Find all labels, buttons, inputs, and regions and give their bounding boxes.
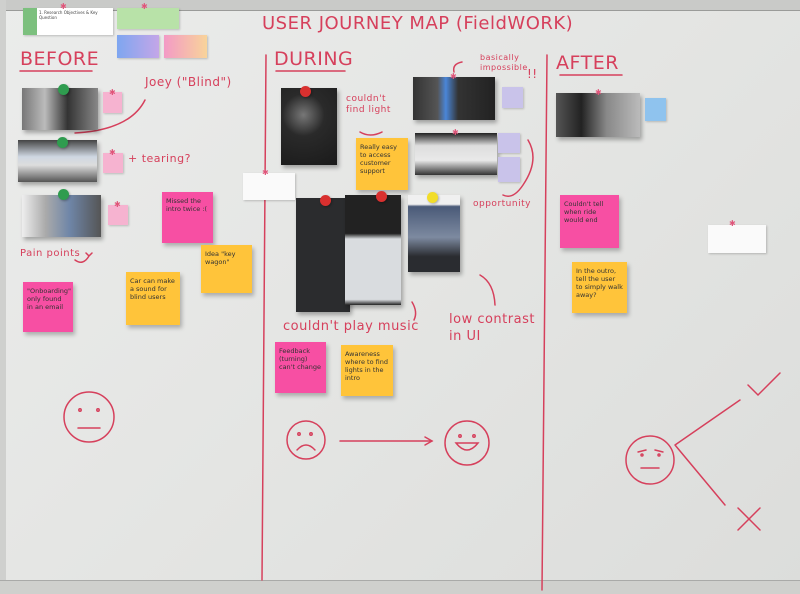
sticky-note: Feedback (turning) can't change [275, 342, 326, 393]
small-pink-note [103, 92, 122, 113]
board-tray [0, 580, 800, 594]
annotation-find-light: couldn't find light [346, 94, 391, 115]
pushpin-icon: ✱ [109, 88, 116, 97]
board-frame-top [0, 0, 800, 11]
objectives-card: 1. Research Objectives & Key Question [23, 8, 113, 35]
pushpin-icon: ✱ [595, 88, 602, 97]
pushpin-icon: ✱ [452, 128, 459, 137]
annotation-impossible: basically impossible [480, 53, 528, 72]
photo-player-ui [408, 195, 460, 272]
sticky-note: Really easy to access customer support [356, 138, 408, 190]
section-after: AFTER [556, 52, 619, 74]
green-pin [58, 189, 69, 200]
photo-car-screen [18, 140, 97, 182]
sticky-note: "Onboarding" only found in an email [23, 282, 73, 332]
decision-lines [674, 399, 741, 506]
pain-points-arrow [74, 252, 93, 263]
opportunity-bracket [502, 139, 534, 197]
divider-before-during [261, 54, 267, 581]
small-lavender-note [498, 157, 520, 182]
white-card [243, 173, 295, 200]
annotation-tearing: + tearing? [128, 152, 191, 165]
photo-phone-app [296, 198, 350, 312]
pushpin-icon: ✱ [450, 72, 457, 81]
pushpin-icon: ✱ [60, 2, 67, 11]
board-frame-left [0, 0, 6, 593]
photo-car-interior [556, 93, 640, 137]
sticky-note: Idea "key wagon" [201, 245, 252, 293]
red-pin [376, 191, 387, 202]
board-title: USER JOURNEY MAP (FieldWORK) [262, 13, 574, 34]
white-card [708, 225, 766, 253]
green-pin [58, 84, 69, 95]
impossible-arrow [452, 61, 463, 73]
annotation-play-music: couldn't play music [283, 319, 419, 334]
check-mark [747, 372, 781, 397]
green-card [117, 8, 179, 29]
cross-mark [737, 507, 761, 531]
divider-during-after [541, 54, 548, 591]
photo-assistant-app [345, 195, 401, 305]
annotation-pain-points: Pain points [20, 248, 81, 259]
pushpin-icon: ✱ [109, 148, 116, 157]
pink-card [164, 35, 207, 58]
contrast-arrow [479, 274, 496, 306]
photo-street [22, 88, 98, 130]
neutral-face [63, 391, 115, 443]
red-pin [300, 86, 311, 97]
pushpin-icon: ✱ [729, 219, 736, 228]
blue-card [117, 35, 159, 58]
small-lavender-note [502, 87, 523, 108]
sticky-note: Missed the intro twice :( [162, 192, 213, 243]
sticky-note: In the outro, tell the user to simply wa… [572, 262, 627, 313]
sad-face [286, 420, 326, 460]
small-pink-note [103, 153, 123, 173]
yellow-pin [427, 192, 438, 203]
find-light-arrow [359, 131, 383, 136]
section-before: BEFORE [20, 48, 100, 70]
annotation-low-contrast: low contrast in UI [449, 312, 535, 344]
green-pin [57, 137, 68, 148]
objectives-card-text: 1. Research Objectives & Key Question [39, 10, 98, 21]
annotation-exclaim: !! [527, 67, 538, 81]
photo-dark-car [281, 88, 337, 165]
small-lavender-note [498, 133, 520, 153]
pushpin-icon: ✱ [141, 2, 148, 11]
happy-face [444, 420, 490, 466]
small-pink-note [108, 205, 128, 225]
photo-passenger [22, 195, 101, 237]
small-blue-note [645, 98, 666, 121]
photo-phone-in-car [413, 77, 495, 120]
skeptical-face [625, 435, 675, 485]
sticky-note: Car can make a sound for blind users [126, 272, 180, 325]
music-arrow [411, 301, 417, 321]
sticky-note: Couldn't tell when ride would end [560, 195, 619, 248]
annotation-opportunity: opportunity [473, 199, 531, 209]
pushpin-icon: ✱ [262, 168, 269, 177]
annotation-joey: Joey ("Blind") [145, 75, 232, 89]
pushpin-icon: ✱ [114, 200, 121, 209]
joey-arrow [74, 99, 146, 134]
sticky-note: Awareness where to find lights in the in… [341, 345, 393, 396]
section-during: DURING [274, 48, 354, 70]
red-pin [320, 195, 331, 206]
photo-dashboard-screen [415, 133, 497, 175]
